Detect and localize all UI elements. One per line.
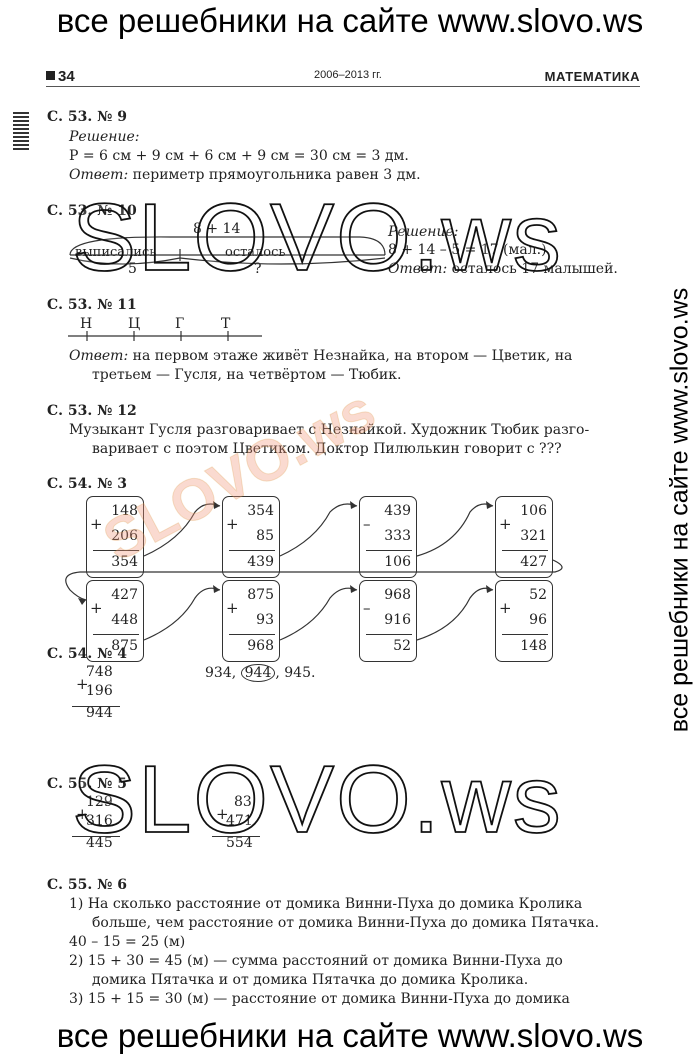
page-number: 34	[46, 68, 75, 85]
s2-answer: Ответ: осталось 17 малышей.	[388, 261, 618, 277]
s6-column: + 748 196 944	[72, 664, 120, 721]
s8-line1: 1) На сколько расстояние от домика Винни…	[69, 896, 583, 912]
s2-total: 8 + 14	[193, 221, 241, 237]
s2-answer-label: Ответ:	[388, 261, 448, 277]
s2-solution-label: Решение:	[388, 224, 459, 240]
watermark-top: SLOVO.ws	[71, 184, 563, 291]
watermark-bottom: SLOVO.ws	[71, 746, 563, 853]
s3-title: С. 53. № 11	[47, 297, 137, 313]
header-rule	[46, 86, 640, 87]
s2-right-label: осталось	[225, 245, 286, 260]
s2-left-label: выписались	[75, 245, 157, 260]
arrow-2-3	[279, 503, 358, 557]
s2-line: 8 + 14 – 5 = 17 (мал.)	[388, 242, 547, 258]
arrow-5-6	[143, 587, 221, 641]
s1-answer-label: Ответ:	[69, 167, 129, 183]
s2-left-brace	[69, 257, 181, 265]
s8-line5: домика Пятачка и от домика Пятачка до до…	[92, 972, 529, 988]
s8-line4: 2) 15 + 30 = 45 (м) — сумма расстояний о…	[69, 953, 563, 969]
arrow-1-2	[143, 503, 221, 557]
s3-letter-4: Т	[221, 316, 231, 332]
s8-line6: 3) 15 + 15 = 30 (м) — расстояние от доми…	[69, 991, 570, 1007]
header-years: 2006–2013 гг.	[314, 69, 382, 81]
s3-answer-line2: третьем — Гусля, на четвёртом — Тюбик.	[92, 367, 402, 383]
page-header: 34 2006–2013 гг. МАТЕМАТИКА	[46, 68, 640, 88]
s5-title: С. 54. № 3	[47, 476, 127, 492]
s4-line1: Музыкант Гусля разговаривает с Незнайкой…	[69, 422, 590, 438]
arrow-6-7	[279, 587, 358, 641]
s8-title: С. 55. № 6	[47, 877, 127, 893]
s8-line2: больше, чем расстояние от домика Винни-П…	[92, 915, 600, 931]
s6-title: С. 54. № 4	[47, 646, 127, 662]
s2-top-brace	[69, 236, 386, 256]
s8-line3: 40 – 15 = 25 (м)	[69, 934, 186, 950]
s3-answer: Ответ: на первом этаже живёт Незнайка, н…	[69, 348, 572, 364]
s3-letter-3: Г	[175, 316, 185, 332]
s7-column-1: + 129 316 445	[72, 794, 120, 851]
s4-title: С. 53. № 12	[47, 403, 137, 419]
s2-left-value: 5	[128, 261, 137, 277]
s7-title: С. 55. № 5	[47, 776, 127, 792]
arrow-7-8	[416, 587, 494, 641]
s3-letter-1: Н	[80, 316, 93, 332]
top-banner: все решебники на сайте www.slovo.ws	[56, 2, 644, 39]
s7-column-2: + 83 471 554	[212, 794, 260, 851]
header-subject: МАТЕМАТИКА	[544, 69, 640, 84]
s1-answer-text: периметр прямоугольника равен 3 дм.	[128, 167, 421, 183]
arrow-3-4	[416, 503, 494, 557]
s2-answer-text: осталось 17 малышей.	[447, 261, 618, 277]
s4-line2: варивает с поэтом Цветиком. Доктор Пилюл…	[92, 441, 562, 457]
s2-right-brace	[179, 257, 386, 265]
s3-answer-label: Ответ:	[69, 348, 129, 364]
s1-answer: Ответ: периметр прямоугольника равен 3 д…	[69, 167, 421, 183]
s3-answer-line1: на первом этаже живёт Незнайка, на второ…	[128, 348, 573, 364]
s2-right-value: ?	[254, 261, 262, 277]
s1-solution-label: Решение:	[69, 129, 140, 145]
s3-letter-2: Ц	[128, 316, 141, 332]
s6-sequence: 934, 944, 945.	[205, 664, 316, 682]
s1-title: С. 53. № 9	[47, 109, 127, 125]
s1-line: P = 6 см + 9 см + 6 см + 9 см = 30 см = …	[69, 148, 409, 164]
arrow-4-5	[65, 559, 563, 601]
s2-title: С. 53. № 10	[47, 203, 137, 219]
margin-marker	[13, 112, 29, 150]
s6-circled-value: 944	[240, 664, 276, 682]
bottom-banner: все решебники на сайте www.slovo.ws	[56, 1017, 644, 1054]
